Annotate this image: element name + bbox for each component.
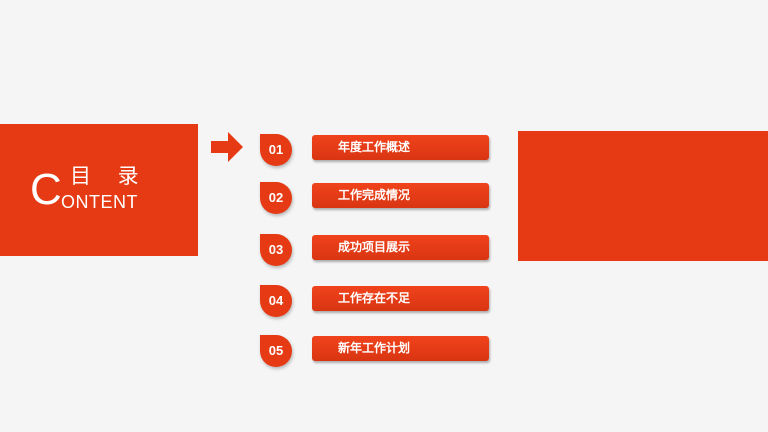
item-number: 05: [268, 343, 284, 358]
item-bar[interactable]: 工作存在不足: [312, 286, 489, 311]
item-number: 02: [268, 190, 284, 205]
item-bar[interactable]: 新年工作计划: [312, 336, 489, 361]
decorative-panel: [518, 131, 768, 261]
heading-english-rest: ONTENT: [61, 192, 138, 212]
item-marker-icon: [260, 335, 292, 367]
item-bar[interactable]: 成功项目展示: [312, 235, 489, 260]
heading-panel: [0, 124, 198, 256]
item-marker-icon: [260, 234, 292, 266]
item-number: 04: [268, 293, 284, 308]
item-number: 03: [268, 242, 284, 257]
item-label: 新年工作计划: [338, 341, 411, 355]
item-bar[interactable]: 工作完成情况: [312, 183, 489, 208]
toc-item[interactable]: 03 成功项目展示: [256, 230, 492, 270]
heading-chinese: 目 录: [70, 164, 149, 188]
item-marker-icon: [260, 182, 292, 214]
item-label: 年度工作概述: [338, 140, 411, 154]
item-marker-icon: [260, 285, 292, 317]
toc-item[interactable]: 02 工作完成情况: [256, 178, 492, 218]
item-label: 工作完成情况: [338, 188, 411, 202]
item-label: 工作存在不足: [338, 291, 411, 305]
item-number: 01: [268, 142, 284, 157]
heading-initial-letter: C: [30, 165, 62, 214]
item-label: 成功项目展示: [338, 240, 411, 254]
toc-item[interactable]: 04 工作存在不足: [256, 281, 492, 321]
toc-item[interactable]: 01 年度工作概述: [256, 130, 492, 170]
toc-item[interactable]: 05 新年工作计划: [256, 331, 492, 371]
arrow-right-icon: [211, 132, 243, 162]
item-bar[interactable]: 年度工作概述: [312, 135, 489, 160]
item-marker-icon: [260, 134, 292, 166]
